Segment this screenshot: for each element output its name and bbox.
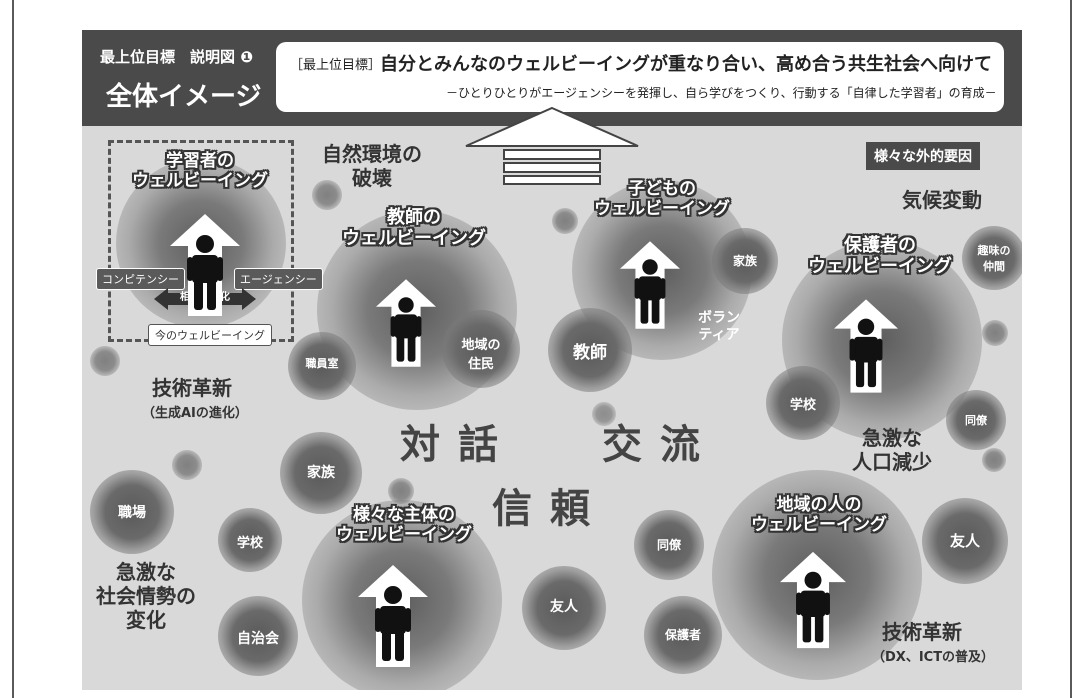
agency-pill: エージェンシー <box>234 268 323 290</box>
header-title: 全体イメージ <box>106 82 262 112</box>
diagram-panel: 最上位目標 説明図 ❶ 全体イメージ ［最上位目標］ 自分とみんなのウェルビーイ… <box>82 30 1022 690</box>
teacher-wellbeing-title: 教師の ウェルビーイング <box>342 207 486 249</box>
label-family-2: 家族 <box>307 465 335 481</box>
community-person-icon <box>780 551 846 649</box>
label-workplace: 職場 <box>118 505 146 521</box>
blob-2 <box>90 346 120 376</box>
goal-sub-text: －ひとりひとりがエージェンシーを発揮し、自ら学びをつくり、行動する「自律した学習… <box>446 86 997 100</box>
dot-friend-1 <box>522 566 606 650</box>
competency-pill: コンピテンシー <box>96 268 185 290</box>
dot-friend-2 <box>922 498 1008 584</box>
label-hobby: 趣味の 仲間 <box>977 244 1011 273</box>
blob-8 <box>592 402 616 426</box>
factor-tech-2: 技術革新 <box>882 620 962 644</box>
dot-family-2 <box>280 432 362 514</box>
label-guardian: 保護者 <box>664 628 701 642</box>
label-friend-2: 友人 <box>949 532 980 550</box>
label-friend-1: 友人 <box>550 599 578 615</box>
goal-main-text: 自分とみんなのウェルビーイングが重なり合い、高め合う共生社会へ向けて <box>380 54 992 75</box>
label-volunteer: ボラン ティア <box>698 310 740 343</box>
blob-5 <box>552 208 578 234</box>
learner-wellbeing-title: 学習者の ウェルビーイング <box>132 151 268 191</box>
dot-colleague-1 <box>946 390 1006 450</box>
goal-label: ［最上位目標］ <box>290 58 382 73</box>
outer-frame <box>12 0 1072 698</box>
label-colleague-2: 同僚 <box>656 538 681 552</box>
label-school-2: 学校 <box>236 536 263 551</box>
goal-arrow-icon <box>465 106 639 185</box>
factor-nature: 自然環境の 破壊 <box>322 142 422 190</box>
factor-social: 急激な 社会情勢の 変化 <box>96 560 196 632</box>
factor-tech-2-sub: （DX、ICTの普及） <box>872 650 995 665</box>
dot-council <box>218 596 298 676</box>
various-person-icon <box>358 565 428 667</box>
factor-population: 急激な 人口減少 <box>852 426 932 474</box>
dot-school-2 <box>218 508 282 572</box>
goal-box: ［最上位目標］ 自分とみんなのウェルビーイングが重なり合い、高め合う共生社会へ向… <box>276 42 1004 112</box>
blob-1 <box>312 180 342 210</box>
guardian-person-icon <box>834 299 898 393</box>
external-factors-badge: 様々な外的要因 <box>866 142 980 170</box>
header-subtitle: 最上位目標 説明図 ❶ <box>100 48 253 66</box>
child-person-icon <box>620 241 680 329</box>
label-school-1: 学校 <box>789 398 816 413</box>
word-trust: 信頼 <box>492 486 608 532</box>
dot-residents <box>442 310 520 388</box>
dot-colleague-2 <box>634 510 704 580</box>
label-teacher: 教師 <box>573 343 607 363</box>
word-exchange: 交流 <box>602 422 718 468</box>
label-residents: 地域の 住民 <box>461 338 501 372</box>
label-staff-room: 職員室 <box>305 357 339 370</box>
label-council: 自治会 <box>237 631 279 647</box>
community-wellbeing-title: 地域の人の ウェルビーイング <box>751 495 887 535</box>
word-dialogue: 対話 <box>400 422 516 468</box>
factor-tech-1-sub: （生成AIの進化） <box>142 406 248 421</box>
dot-staff-room <box>288 332 356 400</box>
blob-6 <box>982 320 1008 346</box>
blob-7 <box>982 448 1006 472</box>
factor-tech-1: 技術革新 <box>152 376 232 400</box>
dot-guardian <box>644 596 722 674</box>
learner-person-icon <box>170 214 240 316</box>
dot-hobby <box>962 226 1022 290</box>
current-wellbeing-pill: 今のウェルビーイング <box>148 324 272 346</box>
blob-3 <box>172 450 202 480</box>
dot-family-1 <box>712 228 778 294</box>
blob-4 <box>388 478 414 504</box>
dot-teacher <box>548 308 632 392</box>
guardian-wellbeing-title: 保護者の ウェルビーイング <box>808 235 952 277</box>
dot-workplace <box>90 470 174 554</box>
dot-school-1 <box>766 366 840 440</box>
label-colleague-1: 同僚 <box>965 414 987 427</box>
header-bar: 最上位目標 説明図 ❶ 全体イメージ ［最上位目標］ 自分とみんなのウェルビーイ… <box>82 30 1022 126</box>
label-family-1: 家族 <box>732 254 757 268</box>
factor-climate: 気候変動 <box>902 188 982 212</box>
child-wellbeing-title: 子どもの ウェルビーイング <box>594 179 730 219</box>
teacher-person-icon <box>376 279 436 367</box>
various-wellbeing-title: 様々な主体の ウェルビーイング <box>336 505 472 545</box>
